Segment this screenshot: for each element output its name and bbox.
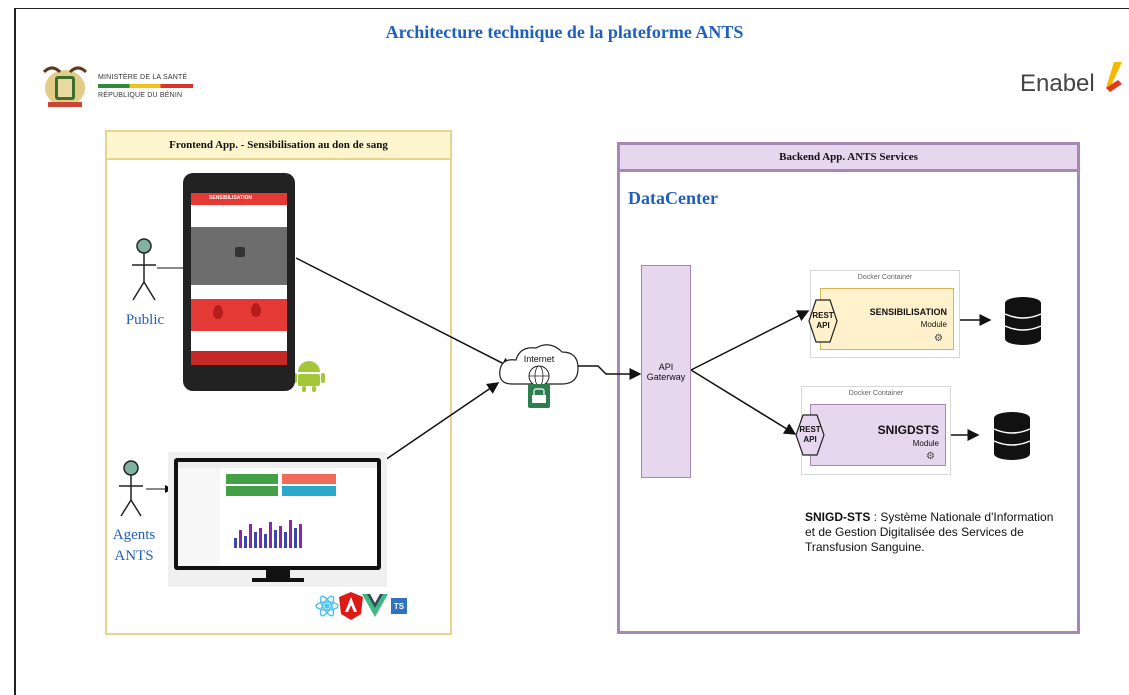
republic-name: RÉPUBLIQUE DU BÉNIN [98, 92, 183, 99]
web-app-bar-chart-icon [234, 520, 302, 548]
mobile-feed-row [191, 331, 287, 351]
internet-cloud-icon [499, 344, 579, 387]
sensibilisation-module: SENSIBILISATION Module ⚙ [820, 288, 954, 350]
gear-icon: ⚙ [934, 333, 943, 344]
internet-label: Internet [523, 354, 555, 364]
sensibilisation-rest-api-label: REST API [808, 311, 838, 331]
mobile-caption-row [191, 285, 287, 299]
acronym-note-definition: : Système Nationale d'Information et de … [805, 510, 1054, 554]
acronym-note-term: SNIGD-STS [805, 510, 871, 524]
mobile-app-header-title: SENSIBILISATION [209, 195, 252, 201]
mobile-bottom-nav [191, 351, 287, 365]
android-icon [293, 361, 325, 392]
monitor-bezel [174, 458, 381, 570]
monitor-stand [266, 570, 290, 578]
stat-card-green [226, 474, 278, 484]
mobile-app-mockup: SENSIBILISATION [183, 173, 295, 391]
diagram-title: Architecture technique de la plateforme … [385, 22, 744, 42]
https-lock-icon [528, 384, 550, 408]
stat-card-red [282, 474, 336, 484]
web-app-mockup [168, 452, 387, 587]
backend-panel-header: Backend App. ANTS Services [617, 142, 1080, 172]
benin-flag-stripe [98, 84, 193, 88]
web-app-topbar [178, 462, 377, 468]
blood-drop-icon [213, 305, 223, 319]
public-actor-icon [132, 238, 156, 301]
monitor-base [252, 578, 304, 582]
agents-actor-label: Agents ANTS [104, 527, 164, 565]
blood-drop-icon [251, 303, 261, 317]
datacenter-label: DataCenter [628, 188, 718, 208]
rest-label-line1: REST [799, 425, 821, 434]
frame-top-border [14, 8, 1129, 9]
agents-actor-icon [119, 460, 143, 517]
rest-label-line2: API [803, 435, 817, 444]
benin-coat-of-arms-icon [42, 66, 88, 107]
mobile-app-header-bar: SENSIBILISATION [191, 193, 287, 205]
snigdsts-rest-api-hexagon [795, 414, 825, 456]
frontend-panel-header: Frontend App. - Sensibilisation au don d… [105, 130, 452, 160]
snigdsts-module-name: SNIGDSTS [877, 423, 939, 437]
sensibilisation-module-name: SENSIBILISATION [869, 307, 947, 317]
api-gateway: API Gaterway [641, 265, 691, 478]
sensibilisation-module-sub: Module [920, 320, 947, 329]
play-button-icon [235, 247, 245, 257]
enabel-mark-icon [1106, 62, 1122, 92]
agents-label-line2: ANTS [114, 548, 154, 564]
stat-card-green [226, 486, 278, 496]
gateway-label-line1: API [658, 361, 674, 372]
snigdsts-module-sub: Module [912, 439, 939, 448]
typescript-icon: TS [391, 598, 407, 614]
stat-card-blue [282, 486, 336, 496]
react-icon [315, 595, 339, 617]
ministry-logo: MINISTÈRE DE LA SANTÉ RÉPUBLIQUE DU BÉNI… [38, 62, 208, 112]
docker-container-label: Docker Container [857, 274, 913, 281]
sensibilisation-rest-api-hexagon [808, 299, 838, 343]
web-app-sidebar [178, 468, 220, 566]
acronym-note: SNIGD-STS : Système Nationale d'Informat… [805, 510, 1065, 555]
vue-icon [362, 594, 388, 617]
monitor-screen [178, 462, 377, 566]
typescript-badge-text: TS [393, 602, 405, 611]
snigdsts-module: SNIGDSTS Module ⚙ [810, 404, 946, 466]
snigdsts-database-icon [993, 412, 1031, 460]
docker-container-label: Docker Container [848, 390, 904, 397]
web-to-internet-arrow [384, 382, 500, 461]
sensibilisation-database-icon [1004, 297, 1042, 345]
enabel-logo: Enabel [1020, 70, 1095, 98]
gateway-to-snig-arrow [690, 369, 797, 435]
ministry-name: MINISTÈRE DE LA SANTÉ [98, 74, 188, 81]
gear-icon: ⚙ [926, 451, 935, 462]
mobile-feed-row [191, 205, 287, 227]
enabel-logo-text: Enabel [1020, 70, 1095, 97]
agents-label-line1: Agents [112, 527, 156, 543]
rest-label-line2: API [816, 321, 830, 330]
frame-left-border [14, 8, 16, 695]
rest-label-line1: REST [812, 311, 834, 320]
gateway-label-line2: Gaterway [646, 371, 686, 382]
gateway-to-sens-arrow [690, 310, 810, 371]
snigdsts-rest-api-label: REST API [795, 425, 825, 445]
mobile-video-thumbnail [191, 227, 287, 285]
angular-icon [339, 592, 363, 620]
public-actor-label: Public [125, 312, 165, 328]
internet-to-gateway-arrow [576, 365, 642, 380]
mobile-campaign-banner [191, 299, 287, 331]
mobile-to-internet-arrow [295, 257, 514, 369]
